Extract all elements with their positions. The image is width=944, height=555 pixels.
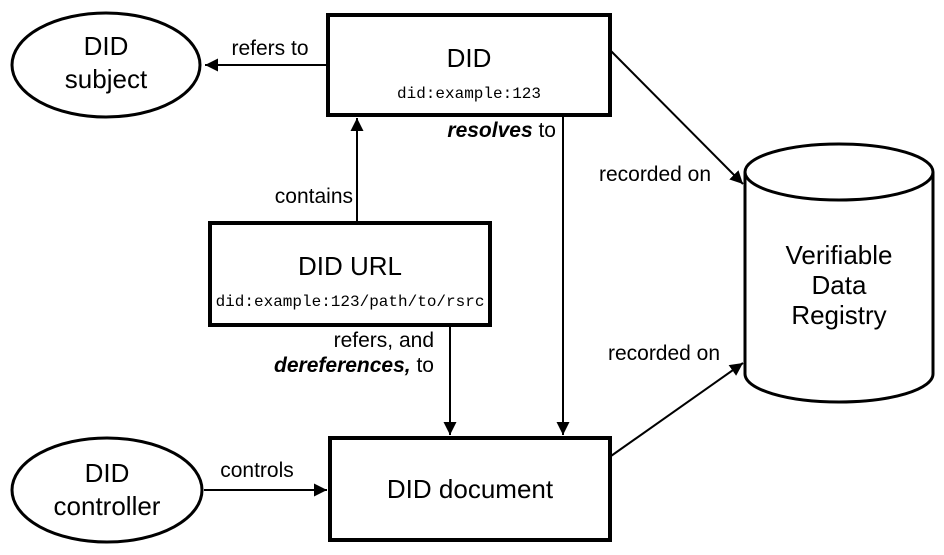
resolves-to-label: resolves to [447,119,556,143]
registry-label: Verifiable Data Registry [745,240,933,330]
registry-line3: Registry [791,300,887,330]
registry-line1: Verifiable [785,240,893,270]
did-subject-line1: DID [83,31,129,61]
refers-dereferences-line2: dereferences, to [274,353,434,378]
recorded-on-bottom-label: recorded on [607,342,721,365]
did-url-title: DID URL [297,251,402,281]
did-controller-line2: controller [53,491,161,521]
controls-label: controls [220,459,294,482]
did-url-box [208,221,492,327]
refers-dereferences-line2-rest: to [410,354,434,377]
registry-cylinder-top [743,142,935,202]
did-controller-ellipse [10,436,204,544]
did-subject-label: DID subject [12,13,200,113]
did-url-code: did:example:123/path/to/rsrc [215,293,485,311]
did-code: did:example:123 [396,85,542,103]
did-box [326,13,612,117]
did-controller-line1: DID [84,458,130,488]
resolves-to-label-rest: to [532,119,556,142]
registry-line2: Data [811,270,867,300]
refers-dereferences-label: refers, and dereferences, to [274,328,434,378]
refers-dereferences-line2-em: dereferences, [274,354,411,377]
did-subject-line2: subject [64,64,148,94]
edge-recorded-on-bottom [610,362,744,457]
did-controller-label: DID controller [12,438,202,542]
recorded-on-top-label: recorded on [598,163,712,186]
contains-label: contains [274,185,353,208]
edge-recorded-on-top [608,48,744,185]
refers-dereferences-line1: refers, and [333,329,434,352]
resolves-to-label-em: resolves [447,119,533,142]
did-subject-ellipse [10,11,202,119]
registry-cylinder-body [743,172,935,404]
refers-to-label: refers to [231,37,309,60]
did-document-title: DID document [386,474,554,504]
did-title: DID [446,43,492,73]
did-document-box [328,436,612,542]
